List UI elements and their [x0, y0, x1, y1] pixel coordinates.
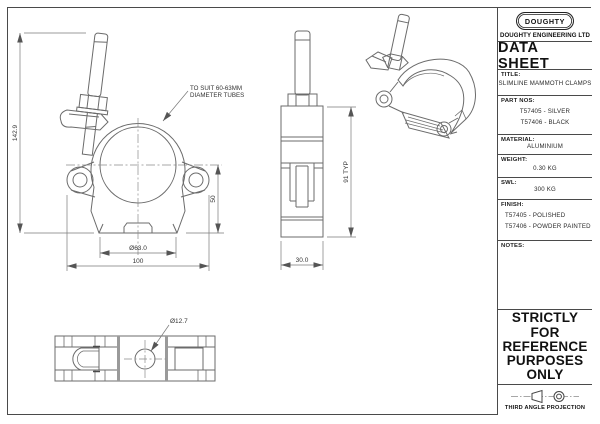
finish-polished: T57405 - POLISHED [505, 212, 566, 219]
dim-side-height: 91 TYP [343, 161, 350, 183]
notes-label: NOTES: [501, 243, 525, 249]
warning-line-3: REFERENCE [502, 338, 588, 354]
isometric-view [365, 13, 476, 139]
eyebolt-front [75, 32, 109, 156]
swl-value: 300 KG [534, 186, 556, 193]
third-angle-projection-icon [511, 389, 579, 404]
weight-value: 0.30 KG [533, 165, 557, 172]
doughty-logo: DOUGHTY [516, 12, 574, 30]
hole-dimension: Ø12.7 [150, 318, 188, 352]
part-no-black: T57406 - BLACK [520, 119, 570, 126]
left-ear-lug [66, 161, 96, 198]
iso-band [397, 58, 476, 134]
dim-body-height: 50 [210, 195, 217, 203]
tube-note-line1: TO SUIT 60-63MM [190, 85, 242, 92]
claw-arm [59, 109, 109, 131]
doc-title: DATA SHEET [498, 39, 550, 72]
projection-label: THIRD ANGLE PROJECTION [504, 405, 586, 411]
dim-overall-width: 100 [133, 258, 144, 265]
part-nos-section: PART NOS: T57405 - SILVER T57406 - BLACK [498, 96, 592, 135]
swl-section: SWL: 300 KG [498, 178, 592, 200]
warning-line-4: PURPOSES [506, 353, 584, 369]
right-ear-lug [180, 161, 210, 198]
side-dimension-text: 91 TYP 30.0 [296, 161, 350, 264]
notes-section: NOTES: [498, 241, 592, 310]
swl-label: SWL: [501, 180, 517, 186]
dim-side-width: 30.0 [296, 257, 309, 264]
warning-line-1: STRICTLY [511, 310, 579, 326]
side-dimensions [280, 106, 356, 270]
warning-section: STRICTLY FOR REFERENCE PURPOSES ONLY [498, 310, 592, 385]
doughty-logo-text: DOUGHTY [524, 16, 566, 26]
front-view [59, 32, 222, 256]
title-label: TITLE: [501, 72, 521, 78]
hinge-cutout [281, 163, 323, 208]
part-nos-label: PART NOS: [501, 98, 535, 104]
front-centerlines [66, 118, 222, 256]
finish-powder: T57406 - POWDER PAINTED [505, 223, 591, 230]
finish-section: FINISH: T57405 - POLISHED T57406 - POWDE… [498, 200, 592, 241]
material-label: MATERIAL: [501, 137, 535, 143]
company-name: DOUGHTY ENGINEERING LTD [499, 32, 591, 39]
title-value: SLIMLINE MAMMOTH CLAMPS [498, 80, 592, 87]
title-block-panel: DOUGHTY DOUGHTY ENGINEERING LTD DATA SHE… [497, 8, 592, 415]
tube-note: TO SUIT 60-63MM DIAMETER TUBES [162, 85, 244, 122]
side-body [280, 105, 324, 238]
logo-section: DOUGHTY DOUGHTY ENGINEERING LTD [498, 8, 592, 42]
iso-bottom-block [401, 111, 450, 139]
front-dimensions [17, 32, 224, 271]
hinge-boss [72, 347, 100, 371]
dim-overall-height: 142.9 [12, 124, 19, 141]
tube-note-line2: DIAMETER TUBES [190, 92, 244, 99]
bottom-view [54, 335, 216, 382]
front-dimension-text: 142.9 50 Ø63.0 100 [12, 124, 217, 265]
part-no-silver: T57405 - SILVER [519, 108, 571, 115]
doc-title-section: DATA SHEET [498, 39, 592, 72]
warning-line-2: FOR [530, 324, 560, 340]
title-section: TITLE: SLIMLINE MAMMOTH CLAMPS [498, 70, 592, 96]
side-view [280, 30, 324, 238]
iso-claw [365, 51, 393, 71]
weight-section: WEIGHT: 0.30 KG [498, 155, 592, 178]
material-section: MATERIAL: ALUMINIUM [498, 135, 592, 155]
material-value: ALUMINIUM [527, 143, 563, 150]
dim-hole-diameter: Ø12.7 [170, 318, 188, 325]
finish-label: FINISH: [501, 202, 524, 208]
projection-section: THIRD ANGLE PROJECTION [498, 385, 592, 415]
weight-label: WEIGHT: [501, 157, 528, 163]
dim-tube-diameter: Ø63.0 [129, 245, 147, 252]
warning-line-5: ONLY [526, 367, 564, 383]
